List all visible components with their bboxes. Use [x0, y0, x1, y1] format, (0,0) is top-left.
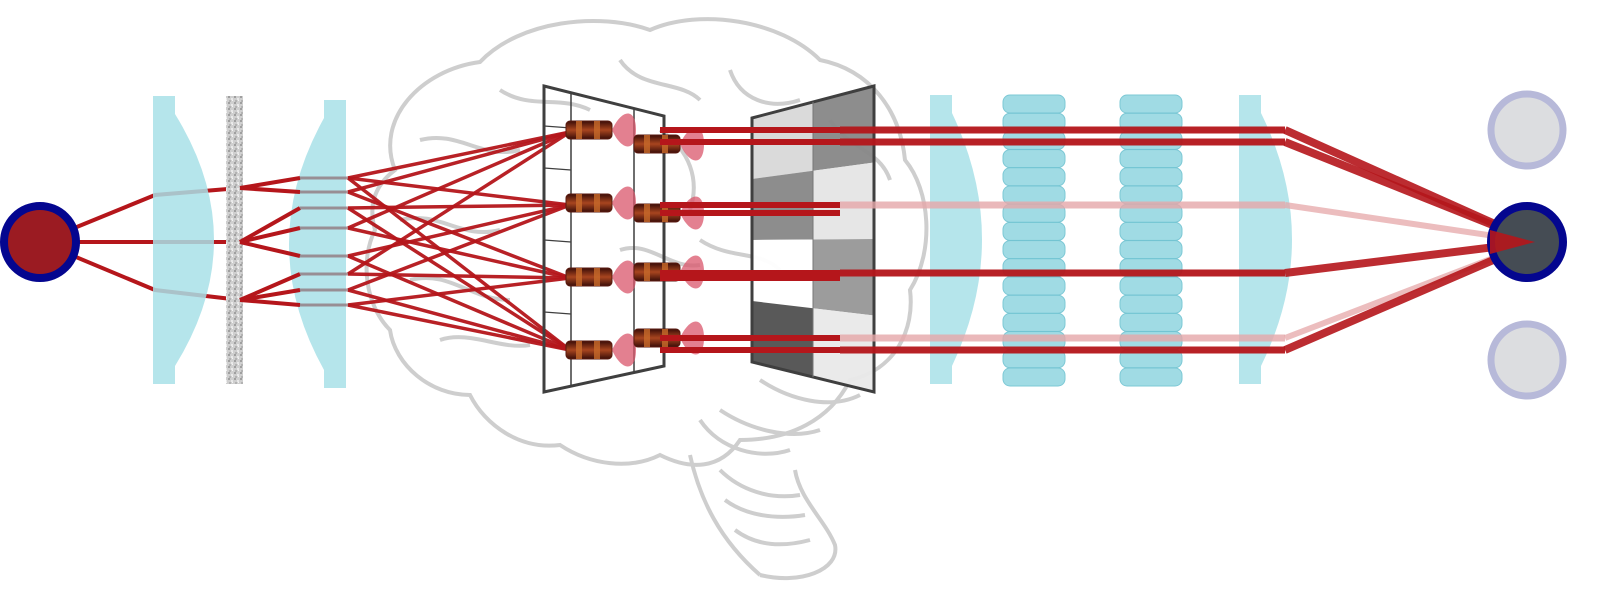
modulator-frame-rule — [543, 239, 572, 243]
inactive-output-node-icon — [1487, 320, 1567, 400]
optical-modulator-icon — [565, 186, 636, 220]
diffuser-beam — [239, 298, 301, 307]
fan-out-beam — [347, 203, 571, 258]
weight-mask-cell — [813, 239, 874, 316]
diffuser-beam — [239, 206, 301, 244]
fan-out-beam — [347, 226, 571, 280]
beam-focus-tip — [1490, 230, 1535, 254]
transfer-lens — [930, 95, 982, 384]
lens-layer — [153, 94, 1292, 388]
diffuser-beam — [239, 272, 301, 302]
focusing-lens — [1239, 95, 1292, 384]
diffuser-beam — [239, 226, 301, 244]
optical-modulator-icon — [565, 333, 636, 367]
modulator-array-frame — [542, 84, 666, 394]
fan-out-beam — [347, 254, 571, 352]
node-layer — [0, 90, 1567, 400]
fan-out-beams — [239, 130, 572, 352]
optical-modulator-icon — [565, 260, 636, 294]
diffuser-beam — [239, 186, 301, 194]
fan-out-beam — [347, 203, 571, 292]
red-source-node-icon — [0, 202, 80, 282]
fan-out-beam — [347, 130, 571, 230]
optical-modulator-icon — [565, 113, 636, 147]
fan-out-lens — [289, 100, 346, 388]
fan-out-beam — [347, 130, 571, 180]
collimating-lens — [153, 96, 214, 384]
fan-out-beam — [347, 130, 571, 194]
modulator-frame-rule — [543, 167, 572, 171]
diffuser-plate — [226, 96, 243, 384]
diffuser-beam — [239, 176, 301, 190]
fan-out-beam — [347, 130, 571, 276]
weight-mask-cell — [813, 162, 874, 240]
frame-layer — [542, 84, 876, 394]
fan-out-beam — [347, 206, 571, 352]
fan-out-beam — [347, 203, 571, 210]
diffuser-beam — [239, 240, 301, 258]
fan-out-beam — [347, 303, 571, 352]
diffuser-beam — [239, 288, 301, 302]
inactive-output-node-icon — [1487, 90, 1567, 170]
fan-out-beam — [347, 276, 571, 307]
modulator-frame-rule — [543, 311, 572, 315]
